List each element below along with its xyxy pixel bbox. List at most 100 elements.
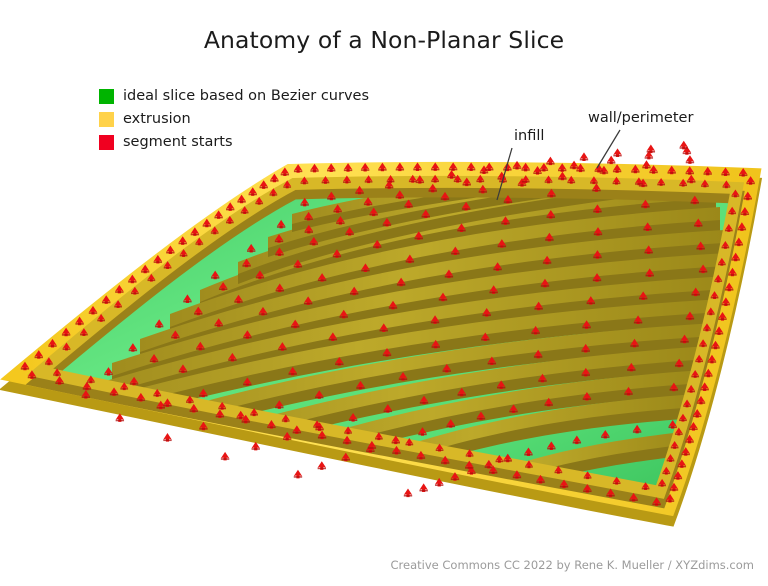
segment-start-marker bbox=[369, 207, 378, 217]
segment-start-marker bbox=[593, 227, 603, 236]
segment-start-marker bbox=[326, 163, 336, 173]
segment-start-marker bbox=[383, 404, 393, 413]
segment-start-marker bbox=[395, 162, 405, 172]
segment-start-marker bbox=[343, 163, 353, 172]
segment-start-marker bbox=[592, 183, 601, 192]
segment-start-marker bbox=[153, 388, 162, 397]
segment-start-marker bbox=[275, 283, 284, 293]
segment-start-marker bbox=[462, 177, 471, 187]
yellow-square-icon bbox=[99, 112, 114, 127]
segment-start-marker bbox=[544, 397, 553, 407]
segment-start-marker bbox=[666, 454, 675, 462]
legend-label-segment-starts: segment starts bbox=[123, 134, 233, 151]
segment-start-marker bbox=[104, 367, 113, 376]
segment-start-marker bbox=[440, 191, 450, 201]
segment-start-marker bbox=[405, 437, 414, 446]
segment-start-marker bbox=[82, 381, 92, 391]
segment-start-marker bbox=[689, 422, 698, 431]
segment-start-marker bbox=[310, 163, 319, 173]
segment-start-markers bbox=[20, 140, 755, 506]
segment-start-marker bbox=[199, 421, 208, 431]
segment-start-marker bbox=[711, 340, 720, 350]
segment-start-marker bbox=[183, 294, 192, 304]
segment-start-marker bbox=[668, 420, 677, 429]
segment-start-marker bbox=[255, 270, 265, 279]
segment-start-marker bbox=[721, 167, 730, 177]
segment-start-marker bbox=[641, 199, 650, 209]
segment-start-marker bbox=[416, 450, 426, 460]
segment-start-marker bbox=[707, 354, 717, 364]
segment-start-marker bbox=[179, 249, 188, 257]
segment-start-marker bbox=[613, 148, 622, 158]
segment-start-marker bbox=[703, 323, 711, 332]
segment-start-marker bbox=[546, 156, 555, 166]
segment-start-marker bbox=[248, 187, 257, 196]
segment-start-marker bbox=[631, 164, 640, 174]
segment-start-marker bbox=[679, 178, 688, 187]
segment-start-marker bbox=[632, 424, 642, 434]
segment-start-marker bbox=[282, 431, 292, 441]
segment-start-marker bbox=[446, 419, 455, 428]
segment-start-marker bbox=[746, 176, 755, 185]
segment-start-marker bbox=[635, 177, 643, 186]
segment-start-marker bbox=[547, 188, 556, 198]
segment-start-marker bbox=[396, 277, 406, 287]
segment-start-marker bbox=[683, 399, 691, 408]
segment-start-marker bbox=[270, 173, 279, 183]
segment-start-marker bbox=[721, 297, 731, 306]
segment-start-marker bbox=[693, 409, 702, 418]
segment-start-marker bbox=[685, 166, 694, 175]
segment-start-marker bbox=[315, 390, 324, 399]
segment-start-marker bbox=[343, 175, 351, 184]
segment-start-marker bbox=[109, 387, 119, 396]
segment-start-marker bbox=[335, 357, 344, 366]
segment-start-marker bbox=[658, 478, 666, 487]
segment-start-marker bbox=[210, 226, 219, 235]
segment-start-marker bbox=[215, 409, 225, 418]
segment-start-marker bbox=[581, 343, 590, 353]
segment-start-marker bbox=[699, 339, 707, 348]
segment-start-marker bbox=[163, 398, 172, 408]
segment-start-marker bbox=[384, 180, 394, 189]
segment-start-marker bbox=[75, 316, 84, 326]
segment-start-marker bbox=[572, 435, 582, 445]
segment-start-marker bbox=[534, 301, 543, 311]
segment-start-marker bbox=[199, 388, 208, 398]
segment-start-marker bbox=[496, 380, 506, 390]
segment-start-marker bbox=[644, 150, 654, 160]
segment-start-marker bbox=[606, 155, 616, 165]
annotation-infill: infill bbox=[514, 128, 545, 144]
segment-start-marker bbox=[269, 188, 278, 197]
segment-start-marker bbox=[698, 264, 708, 274]
segment-start-marker bbox=[395, 190, 405, 199]
segment-start-marker bbox=[627, 362, 636, 372]
segment-start-marker bbox=[332, 249, 342, 258]
segment-start-marker bbox=[303, 296, 313, 305]
segment-start-marker bbox=[701, 179, 709, 188]
segment-start-marker bbox=[497, 239, 507, 248]
segment-start-marker bbox=[226, 202, 235, 211]
segment-start-marker bbox=[700, 382, 709, 391]
segment-start-marker bbox=[128, 274, 137, 284]
segment-start-marker bbox=[706, 307, 715, 316]
segment-start-marker bbox=[524, 447, 533, 457]
segment-start-marker bbox=[166, 245, 175, 255]
segment-start-marker bbox=[27, 370, 37, 379]
segment-start-marker bbox=[593, 204, 602, 214]
segment-start-marker bbox=[451, 246, 460, 256]
segment-start-marker bbox=[356, 380, 365, 390]
segment-start-marker bbox=[55, 376, 64, 385]
segment-start-marker bbox=[662, 466, 671, 475]
segment-start-marker bbox=[421, 209, 430, 219]
segment-start-marker bbox=[214, 318, 223, 327]
segment-start-marker bbox=[669, 482, 679, 492]
segment-start-marker bbox=[349, 286, 359, 296]
segment-start-marker bbox=[178, 236, 187, 245]
segment-start-marker bbox=[476, 174, 485, 183]
segment-start-marker bbox=[540, 278, 550, 288]
segment-start-marker bbox=[97, 313, 105, 322]
segment-start-marker bbox=[129, 376, 139, 386]
segment-start-marker bbox=[304, 211, 313, 221]
segment-start-marker bbox=[579, 152, 589, 162]
segment-start-marker bbox=[645, 268, 654, 277]
